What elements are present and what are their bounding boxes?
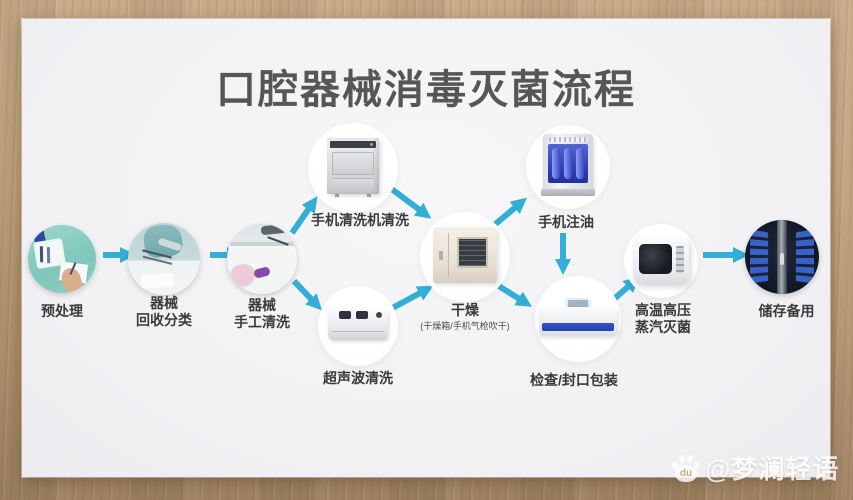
arrow-washer-to-drying [387,184,432,219]
sealing-label: 检查/封口包装 [530,372,618,388]
ultrasonic-slot [339,311,351,319]
autoclave-label-line1: 高温高压 [635,302,691,318]
handpiece-washer-image [327,138,379,197]
faucet-shape [260,224,288,236]
sealer-body [539,307,617,336]
pink-glove-shape [228,261,258,289]
manual-wash-label-line1: 器械 [248,297,276,313]
autoclave-label: 高温高压 蒸汽灭菌 [618,302,708,336]
oiling-label: 手机注油 [538,214,594,230]
sink-rim-shape [227,242,297,246]
watermark: du @梦澜轻语 [672,449,839,486]
oiler-buttons [549,137,587,142]
autoclave-door [639,244,672,274]
ultrasonic-seam [332,331,384,332]
washer-control-panel [330,141,376,148]
recycle-label: 器械 回收分类 [119,295,209,329]
watermark-handle: @梦澜轻语 [705,454,840,484]
autoclave-controls [676,246,684,273]
baidu-paw-du-text: du [675,464,697,482]
storage-rack-right [795,229,814,285]
storage-handle [780,252,784,265]
washer-feet [335,194,339,197]
handpiece-washer-label: 手机清洗机清洗 [311,212,409,228]
dryer-door-line [448,233,449,277]
table-paper-shape [139,271,175,291]
autoclave-label-line2: 蒸汽灭菌 [635,319,691,335]
manual-wash-label-line2: 手工清洗 [234,314,290,330]
brush-shape [253,266,271,279]
oiling-machine-image [541,134,595,196]
sealer-blue-band [542,323,614,331]
washer-door [332,152,374,175]
ultrasonic-slot [356,311,368,319]
recycle-label-line1: 器械 [150,295,178,311]
storage-photo [745,220,819,294]
manual-wash-label: 器械 手工清洗 [217,297,307,331]
oiler-base [541,189,595,196]
sealing-machine-image [539,298,617,336]
baidu-paw-icon: du [672,453,700,483]
ultrasonic-cleaner-image [328,308,388,340]
dryer-window [457,237,488,268]
ultrasonic-knob [376,312,382,318]
slide: 口腔器械消毒灭菌流程 预处理 器械 回收分类 [22,19,830,477]
storage-rack-left [750,229,769,285]
manual-wash-photo [227,224,297,294]
recycle-photo [128,223,200,295]
drying-oven-image [433,227,497,283]
washer-drawer [332,178,374,189]
drying-label: 干燥 [451,302,479,318]
diagram-title: 口腔器械消毒灭菌流程 [216,68,636,112]
dryer-latch [439,251,443,260]
pretreatment-label: 预处理 [41,303,83,319]
pretreatment-photo [28,225,96,293]
storage-label: 储存备用 [758,303,815,319]
autoclave-image [633,236,689,284]
ultrasonic-label: 超声波清洗 [323,370,393,386]
recycle-label-line2: 回收分类 [136,312,192,328]
oiler-window [548,144,588,183]
drying-sublabel: (干燥箱/手机气枪吹干) [420,321,510,331]
